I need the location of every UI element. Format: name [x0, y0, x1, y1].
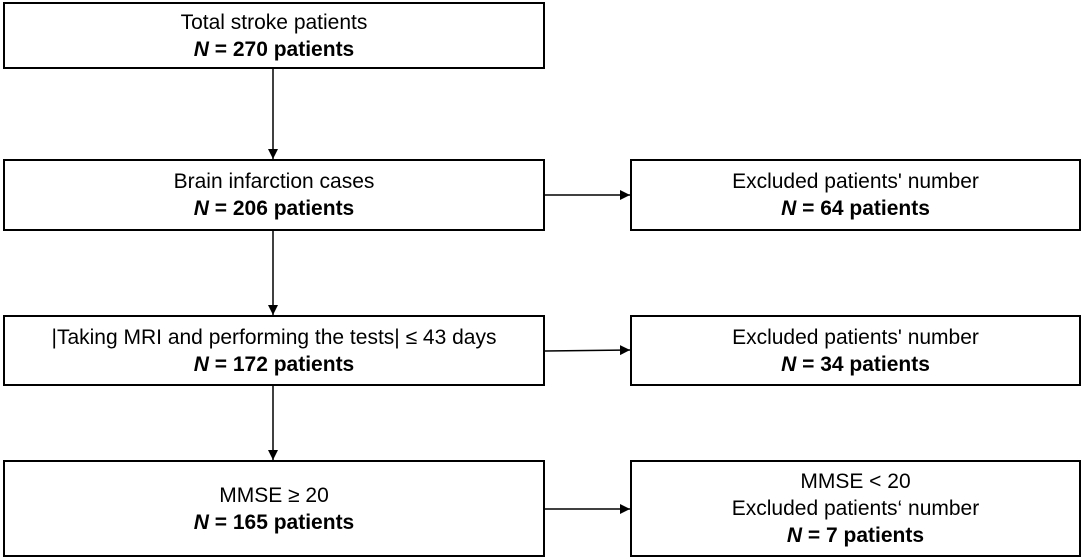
total-patients-box: Total stroke patients N = 270 patients	[3, 2, 545, 69]
brain-infarction-label: Brain infarction cases	[173, 170, 375, 193]
mmse-count: N = 165 patients	[193, 510, 355, 534]
mri-tests-box: |Taking MRI and performing the tests| ≤ …	[3, 315, 545, 386]
excluded-box-1: Excluded patients' number N = 64 patient…	[630, 159, 1081, 231]
mri-tests-label: |Taking MRI and performing the tests| ≤ …	[51, 325, 497, 349]
excluded-box-2: Excluded patients' number N = 34 patient…	[630, 315, 1081, 386]
total-patients-count: N = 270 patients	[193, 37, 355, 61]
brain-infarction-count: N = 206 patients	[193, 197, 355, 220]
mri-tests-count: N = 172 patients	[193, 352, 355, 376]
excluded-3-criterion: MMSE < 20	[800, 470, 911, 493]
total-patients-label: Total stroke patients	[180, 10, 368, 34]
mmse-box: MMSE ≥ 20 N = 165 patients	[3, 460, 545, 557]
excluded-box-3: MMSE < 20 Excluded patients‘ number N = …	[630, 460, 1081, 557]
brain-infarction-box: Brain infarction cases N = 206 patients	[3, 159, 545, 231]
excluded-2-label: Excluded patients' number	[732, 325, 979, 349]
excluded-3-count: N = 7 patients	[786, 524, 925, 547]
excluded-2-count: N = 34 patients	[781, 352, 930, 376]
mmse-label: MMSE ≥ 20	[219, 483, 329, 507]
excluded-1-label: Excluded patients' number	[732, 170, 979, 193]
excluded-3-label: Excluded patients‘ number	[731, 497, 980, 520]
excluded-1-count: N = 64 patients	[781, 197, 930, 220]
arrow-mri-to-excluded2	[544, 345, 631, 356]
